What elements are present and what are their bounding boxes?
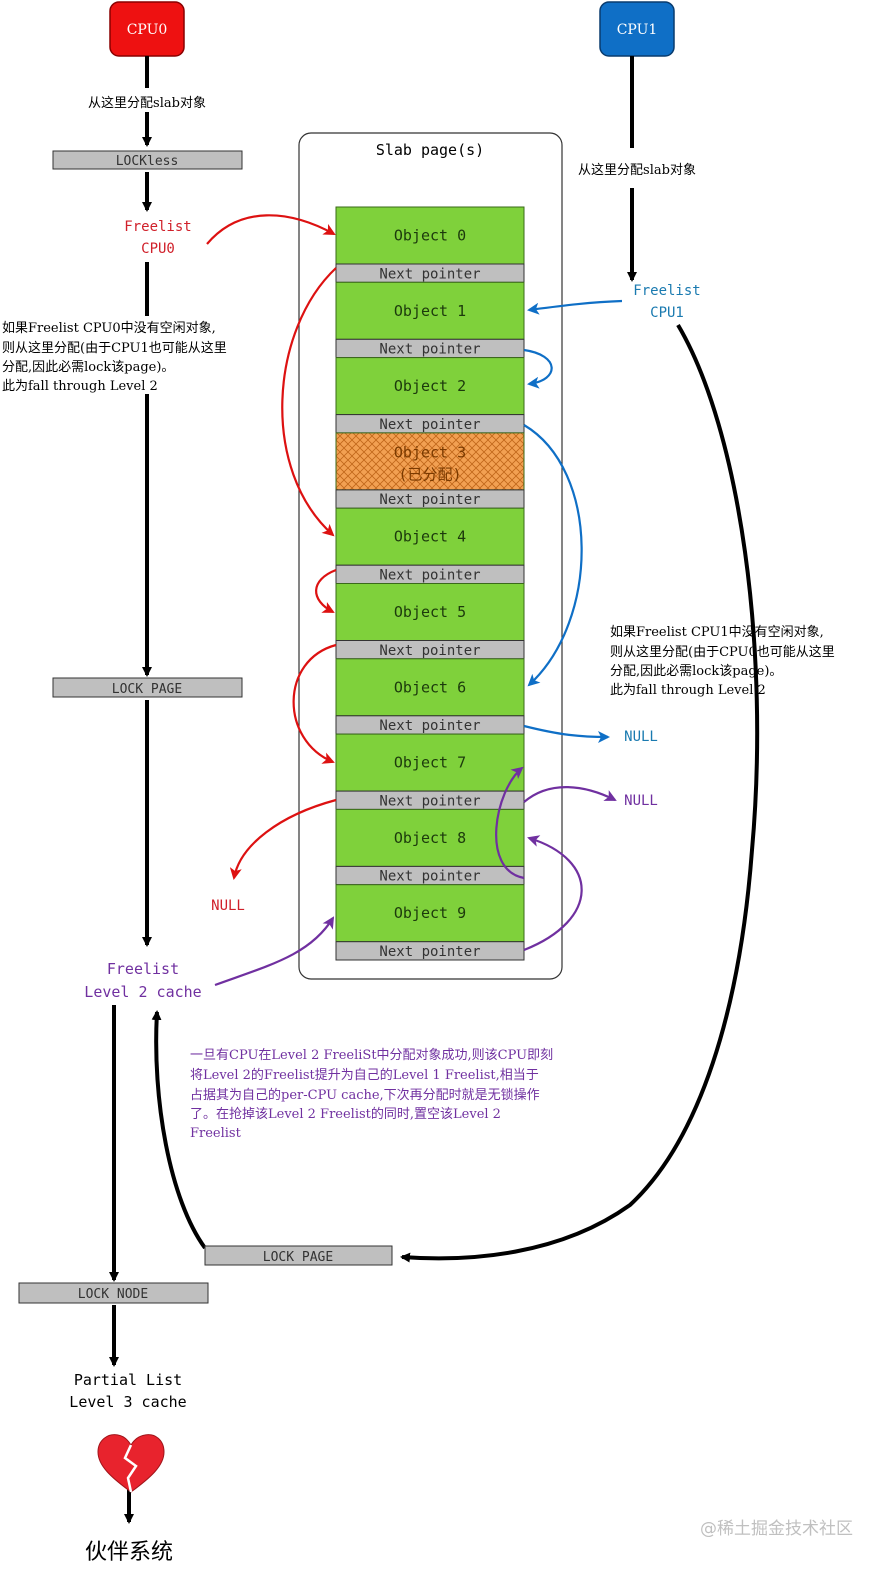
- slab-object-2: [335, 357, 525, 416]
- slab-object-1-label: Object 1: [394, 302, 466, 320]
- left-note-line-2: 则从这里分配(由于CPU1也可能从这里: [2, 340, 227, 356]
- next-pointer-4-label: Next pointer: [379, 568, 480, 584]
- purple-freelist-arrows: [214, 766, 617, 987]
- lock-page-bottom-label: LOCK PAGE: [263, 1250, 333, 1265]
- slab-object-8: [335, 808, 525, 867]
- slab-object-6: [335, 658, 525, 717]
- broken-heart-icon: [97, 1434, 165, 1493]
- lock-page-bottom-bar: LOCK PAGE: [204, 1245, 393, 1266]
- red-freelist-arrows: [206, 214, 337, 880]
- lock-node-label: LOCK NODE: [78, 1287, 148, 1302]
- left-note: 如果Freelist CPU0中没有空闲对象, 则从这里分配(由于CPU1也可能…: [2, 320, 227, 394]
- partial-list-line1: Partial List: [74, 1371, 182, 1389]
- next-pointer-0-label: Next pointer: [379, 266, 480, 282]
- slab-object-5-label: Object 5: [394, 603, 466, 621]
- right-note: 如果Freelist CPU1中没有空闲对象, 则从这里分配(由于CPU0也可能…: [610, 624, 835, 698]
- cpu1-label: CPU1: [617, 22, 658, 38]
- slab-object-5: [335, 583, 525, 641]
- slab-title: Slab page(s): [376, 141, 484, 159]
- left-note-line-4: 此为fall through Level 2: [2, 379, 158, 394]
- next-pointer-6-label: Next pointer: [379, 718, 480, 734]
- slab-object-4: [335, 507, 525, 566]
- lockless-bar: LOCKless: [52, 150, 243, 170]
- cpu0-label: CPU0: [127, 22, 168, 38]
- lock-page-left-bar: LOCK PAGE: [52, 677, 243, 698]
- slab-object-0: [335, 206, 525, 265]
- purple-note-line-2: 将Level 2的Freelist提升为自己的Level 1 Freelist,…: [190, 1067, 539, 1083]
- purple-note-line-4: 了。在抢掉该Level 2 Freelist的同时,置空该Level 2: [190, 1106, 501, 1122]
- cpu0-alloc-note: 从这里分配slab对象: [88, 95, 206, 111]
- freelist-cpu0-line1: Freelist: [124, 219, 191, 235]
- next-pointer-1-label: Next pointer: [379, 342, 480, 358]
- lock-node-bar: LOCK NODE: [18, 1282, 209, 1304]
- slab-object-6-label: Object 6: [394, 678, 466, 696]
- null-purple: NULL: [624, 793, 658, 809]
- purple-note-line-3: 占据其为自己的per-CPU cache,下次再分配时就是无锁操作: [190, 1087, 540, 1103]
- next-pointer-5-label: Next pointer: [379, 643, 480, 659]
- next-pointer-2-label: Next pointer: [379, 417, 480, 433]
- null-red: NULL: [211, 898, 245, 914]
- left-note-line-1: 如果Freelist CPU0中没有空闲对象,: [2, 320, 216, 336]
- left-note-line-3: 分配,因此必需lock该page)。: [2, 360, 174, 375]
- slab-object-4-label: Object 4: [394, 528, 466, 546]
- next-pointer-9: [335, 941, 525, 961]
- buddy-system-label: 伙伴系统: [85, 1540, 173, 1565]
- slab-object-7-label: Object 7: [394, 754, 466, 772]
- slab-object-9: [335, 884, 525, 943]
- next-pointer-8-label: Next pointer: [379, 869, 480, 885]
- right-note-line-4: 此为fall through Level 2: [610, 683, 766, 698]
- freelist-l2-line1: Freelist: [107, 960, 179, 978]
- watermark: @稀土掘金技术社区: [700, 1519, 853, 1539]
- cpu1-alloc-note: 从这里分配slab对象: [578, 162, 696, 178]
- slab-object-7: [335, 733, 525, 792]
- cpu0-node: CPU0: [109, 1, 185, 57]
- freelist-l2-line2: Level 2 cache: [84, 983, 201, 1001]
- right-note-line-3: 分配,因此必需lock该page)。: [610, 664, 782, 679]
- freelist-cpu0-line2: CPU0: [141, 241, 175, 257]
- blue-freelist-arrows: [523, 299, 623, 743]
- cpu0-flow: [109, 56, 152, 1524]
- freelist-cpu1-line1: Freelist: [633, 283, 700, 299]
- purple-note-line-5: Freelist: [190, 1126, 242, 1141]
- next-pointer-3-label: Next pointer: [379, 492, 480, 508]
- next-pointer-7-label: Next pointer: [379, 793, 480, 809]
- slab-object-3-status: (已分配): [398, 465, 461, 483]
- right-note-line-2: 则从这里分配(由于CPU0也可能从这里: [610, 644, 835, 660]
- purple-note: 一旦有CPU在Level 2 FreeliSt中分配对象成功,则该CPU即刻 将…: [190, 1048, 553, 1141]
- slab-object-8-label: Object 8: [394, 829, 466, 847]
- partial-list-line2: Level 3 cache: [69, 1393, 186, 1411]
- slab-object-0-label: Object 0: [394, 227, 466, 245]
- null-blue: NULL: [624, 729, 658, 745]
- next-pointer-9-label: Next pointer: [379, 944, 480, 960]
- slab-object-3-label: Object 3: [394, 443, 466, 461]
- slab-object-9-label: Object 9: [394, 904, 466, 922]
- cpu1-flow: [151, 56, 760, 1263]
- purple-note-line-1: 一旦有CPU在Level 2 FreeliSt中分配对象成功,则该CPU即刻: [190, 1048, 553, 1063]
- freelist-cpu1-line2: CPU1: [650, 305, 684, 321]
- slab-object-2-label: Object 2: [394, 377, 466, 395]
- slab-object-1: [335, 281, 525, 340]
- right-note-line-1: 如果Freelist CPU1中没有空闲对象,: [610, 624, 824, 640]
- lock-page-left-label: LOCK PAGE: [112, 682, 182, 697]
- slab-page-container: Slab page(s): [298, 132, 563, 980]
- cpu1-node: CPU1: [599, 1, 675, 57]
- lockless-label: LOCKless: [116, 154, 179, 169]
